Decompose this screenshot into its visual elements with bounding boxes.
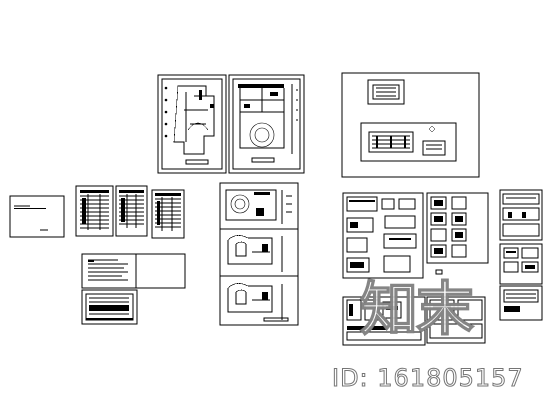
detail-sheet-bottom	[342, 296, 426, 346]
floor-plan-sheet-2	[228, 74, 305, 174]
detail-sheet-large	[341, 72, 480, 178]
watermark-id: ID: 161805157	[332, 364, 524, 392]
floor-plan-sheet-1	[157, 74, 227, 174]
notes-sheet-2	[81, 289, 138, 325]
detail-sheet-small-2	[499, 285, 543, 321]
floor-plan-stack	[219, 182, 299, 326]
detail-sheet-bottom-2	[426, 296, 486, 344]
cover-sheet	[9, 195, 65, 238]
legend-mark	[435, 269, 443, 275]
elevation-sheet-1	[342, 192, 424, 279]
notes-sheet	[81, 253, 186, 289]
elevation-sheet-3	[499, 189, 543, 241]
schedule-sheet-2	[115, 185, 148, 237]
schedule-sheet-1	[75, 185, 114, 237]
elevation-sheet-2	[426, 192, 489, 264]
detail-sheet-small-1	[499, 243, 543, 285]
watermark-logo: 知末	[359, 275, 474, 343]
schedule-sheet-3	[151, 189, 185, 239]
